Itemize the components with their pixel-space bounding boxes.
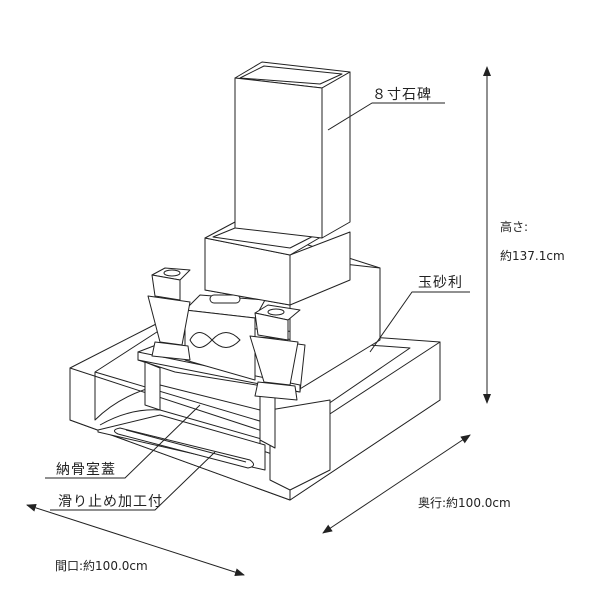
depth-arrow: [322, 434, 471, 534]
height-label: 高さ:: [500, 220, 529, 234]
flower-vase-right: [249, 304, 301, 401]
nonslip-label: 滑り止め加工付: [58, 494, 163, 510]
width-arrow: [26, 503, 245, 577]
tall-stone: [234, 61, 351, 239]
depth-label: 奥行:約100.0cm: [418, 496, 511, 510]
gravel-label: 玉砂利: [418, 275, 463, 291]
flower-vase-left: [147, 267, 191, 361]
height-value: 約137.1cm: [500, 249, 565, 263]
lid-label: 納骨室蓋: [56, 462, 116, 478]
width-label: 間口:約100.0cm: [55, 559, 148, 573]
incense-holder: [184, 294, 266, 381]
stone-label: ８寸石碑: [372, 87, 432, 103]
